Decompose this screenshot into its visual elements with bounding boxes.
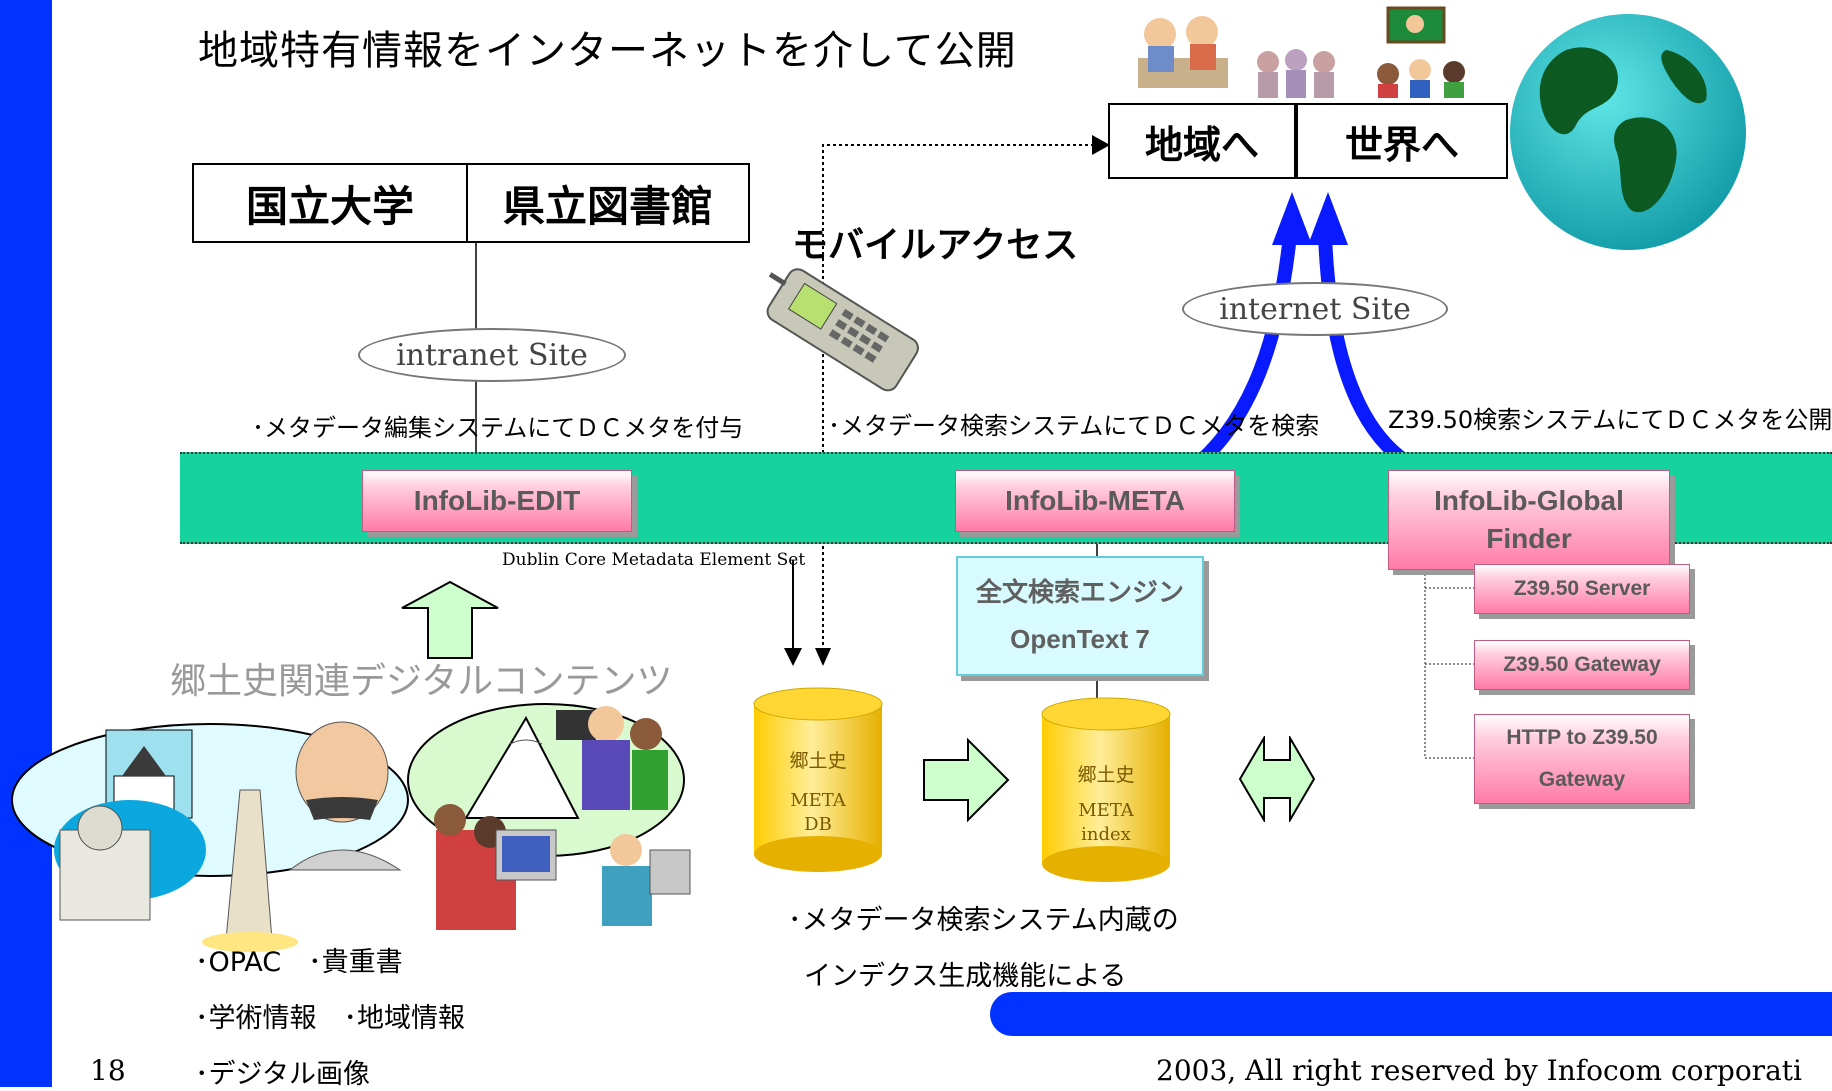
internet-arrow-left: [1185, 234, 1297, 476]
meta-db-cylinder: [753, 687, 883, 872]
http-gateway-line2: Gateway: [1538, 768, 1626, 791]
meta-index-line2: META: [1078, 800, 1134, 821]
internet-site-ellipse: internet Site: [1182, 282, 1448, 336]
national-university-label: 国立大学: [245, 181, 414, 231]
local-history-title: 郷土史関連デジタルコンテンツ: [170, 661, 673, 702]
globe-icon: [1510, 14, 1746, 250]
content-types-row3: ･デジタル画像: [195, 1059, 370, 1090]
engine-product: OpenText 7: [1010, 624, 1150, 654]
students-clipart: [1138, 16, 1228, 88]
z3950-caption: Z39.50検索システムにてＤＣメタを公開: [1388, 406, 1832, 434]
people-clipart: [407, 703, 691, 930]
contents-up-arrow: [401, 580, 499, 659]
dc-arrowhead: [784, 648, 802, 666]
meta-db-line1: 郷土史: [789, 750, 847, 772]
infolib-edit-module: InfoLib-EDIT: [362, 470, 632, 532]
content-types-row1: ･OPAC ･貴重書: [195, 947, 403, 978]
mobile-phone-icon: [766, 268, 919, 392]
intranet-site-label: intranet Site: [396, 337, 588, 373]
internet-arrowhead-right: [1308, 192, 1348, 245]
prefectural-library-label: 県立図書館: [502, 181, 713, 231]
http-z3950-gateway-module: HTTP to Z39.50 Gateway: [1474, 714, 1690, 804]
footer-blue-bar: [990, 992, 1832, 1036]
left-accent-bar: [0, 0, 52, 1087]
page-number: 18: [90, 1054, 126, 1087]
meta-index-line3: index: [1081, 824, 1131, 845]
mobile-down-arrowhead: [815, 648, 831, 666]
index-caption-line2: インデクス生成機能による: [804, 961, 1127, 992]
destination-box: 地域へ 世界へ: [1108, 103, 1508, 179]
internet-arrowhead-left: [1272, 192, 1312, 245]
meta-db-line3: DB: [804, 814, 832, 835]
index-caption-line1: ･メタデータ検索システム内蔵の: [788, 905, 1179, 936]
destination-divider: [1294, 105, 1298, 177]
mobile-arrowhead: [1092, 135, 1110, 155]
to-world-label: 世界へ: [1344, 122, 1459, 167]
mobile-access-label: モバイルアクセス: [792, 225, 1079, 266]
meta-db-line2: META: [790, 790, 846, 811]
family-clipart: [1257, 49, 1335, 98]
classroom-clipart: [1377, 6, 1465, 98]
content-types-row2: ･学術情報 ･地域情報: [195, 1003, 465, 1034]
institution-box: 国立大学 県立図書館: [192, 163, 750, 243]
dublin-core-label: Dublin Core Metadata Element Set: [502, 550, 806, 570]
search-caption: ･メタデータ検索システムにてＤＣメタを検索: [828, 412, 1320, 440]
to-region-label: 地域へ: [1144, 122, 1259, 167]
z3950-server-module: Z39.50 Server: [1474, 564, 1690, 614]
slide-title: 地域特有情報をインターネットを介して公開: [198, 28, 1017, 74]
meta-index-line1: 郷土史: [1077, 764, 1135, 786]
db-to-index-arrow: [923, 738, 1010, 822]
institution-divider: [466, 165, 468, 241]
http-gateway-line1: HTTP to Z39.50: [1506, 726, 1658, 749]
fulltext-engine-box: 全文検索エンジン OpenText 7: [956, 556, 1204, 676]
engine-title: 全文検索エンジン: [975, 578, 1184, 608]
intranet-site-ellipse: intranet Site: [358, 328, 626, 382]
landmarks-clipart: [11, 721, 409, 952]
z3950-gateway-module: Z39.50 Gateway: [1474, 640, 1690, 690]
global-finder-line2: Finder: [1486, 523, 1572, 554]
meta-index-cylinder: [1041, 697, 1171, 882]
infolib-meta-module: InfoLib-META: [955, 470, 1235, 532]
global-finder-line1: InfoLib-Global: [1434, 485, 1624, 516]
mobile-dotted-path: [822, 144, 1108, 645]
internet-site-label: internet Site: [1219, 291, 1411, 327]
infolib-global-finder-module: InfoLib-Global Finder: [1388, 470, 1670, 570]
copyright-text: 2003, All right reserved by Infocom corp…: [1156, 1054, 1802, 1087]
edit-caption: ･メタデータ編集システムにてＤＣメタを付与: [252, 414, 744, 442]
index-global-double-arrow: [1238, 736, 1316, 822]
